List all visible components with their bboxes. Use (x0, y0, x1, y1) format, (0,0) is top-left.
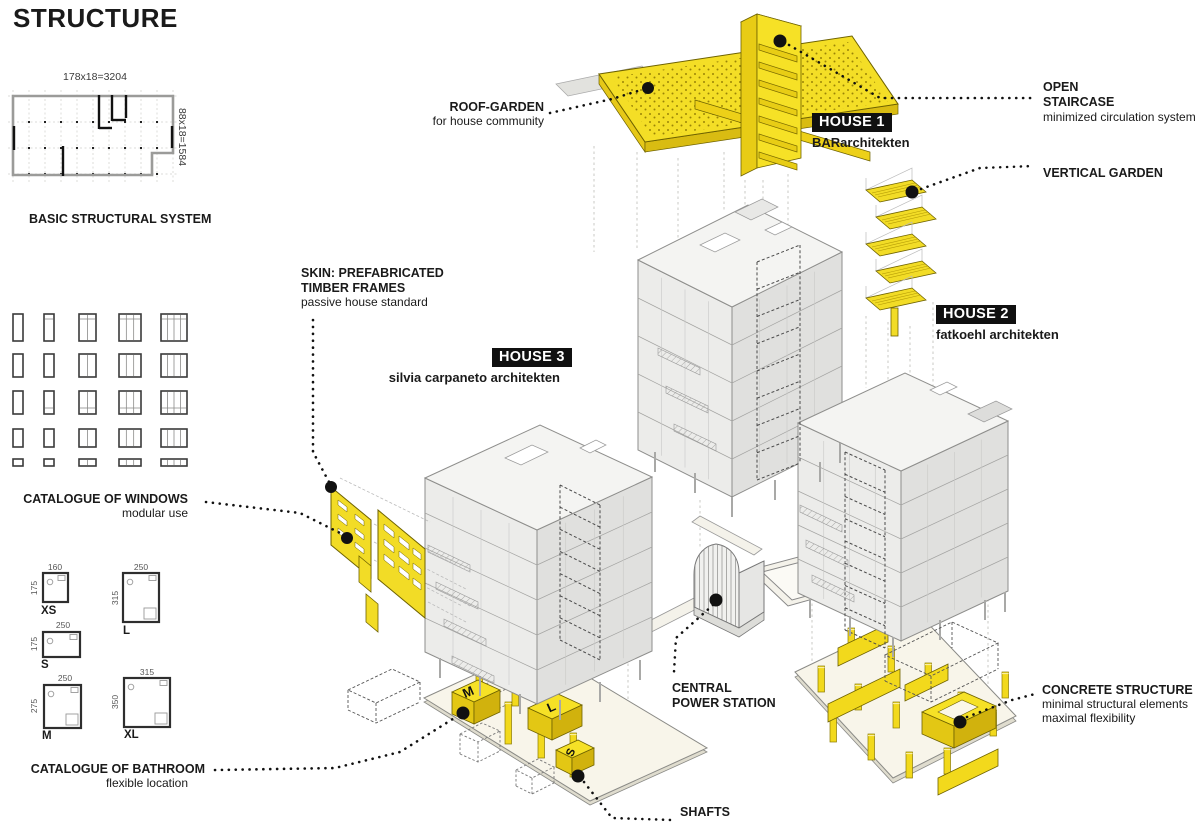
skin-label-line2: TIMBER FRAMES (301, 281, 406, 295)
open-staircase-line2: STAIRCASE (1043, 95, 1115, 109)
bath-l-height: 315 (110, 590, 121, 606)
bathroom-catalogue-plans (41, 571, 172, 730)
bath-xl-height: 350 (110, 694, 121, 710)
concrete-structure-sub1: minimal structural elements (1042, 697, 1189, 711)
roof-garden-subtitle: for house community (432, 114, 544, 128)
concrete-core-box (921, 691, 997, 749)
leader-dots (325, 34, 967, 783)
shafts-title: SHAFTS (680, 805, 730, 819)
basic-structural-plan (8, 90, 178, 182)
vertical-garden (865, 167, 937, 337)
bath-m-height: 275 (29, 698, 40, 714)
house3-architect: silvia carpaneto architekten (388, 370, 560, 385)
house3-badge: HOUSE 3 (492, 348, 572, 367)
plan-dim-right: 88x18=1584 (176, 107, 189, 167)
concrete-walls (827, 623, 999, 796)
bath-xs-label: XS (41, 605, 57, 617)
windows-catalogue-grid (12, 313, 188, 467)
bath-m-width: 250 (57, 673, 73, 683)
house1-architect: BARarchitekten (812, 135, 910, 150)
bath-xl-width: 315 (139, 667, 155, 677)
roof-details (504, 198, 1013, 466)
skin-label-line1: SKIN: PREFABRICATED (301, 266, 444, 280)
bath-s-height: 175 (29, 636, 40, 652)
windows-catalogue-subtitle: modular use (121, 506, 188, 520)
roof-garden-title: ROOF-GARDEN (449, 100, 544, 114)
open-staircase-subtitle: minimized circulation system (1043, 110, 1196, 124)
central-power-line2: POWER STATION (672, 696, 776, 710)
central-power-line1: CENTRAL (672, 681, 732, 695)
bath-xs-width: 160 (47, 562, 63, 572)
skin-label-subtitle: passive house standard (301, 295, 428, 309)
bath-l-width: 250 (133, 562, 149, 572)
plan-caption: BASIC STRUCTURAL SYSTEM (29, 212, 212, 226)
house1-badge: HOUSE 1 (812, 113, 892, 132)
bath-m-label: M (42, 730, 52, 742)
shaft-box-s: S (555, 739, 595, 776)
house-details (346, 198, 1013, 724)
concrete-structure-title: CONCRETE STRUCTURE (1042, 683, 1193, 697)
ghost-volume (346, 621, 1000, 724)
bath-s-width: 250 (55, 620, 71, 630)
facade-panels (330, 477, 471, 633)
plan-dim-top: 178x18=3204 (63, 71, 127, 83)
leader-lines (204, 43, 1037, 822)
bath-xl-label: XL (124, 729, 139, 741)
page-title: STRUCTURE (13, 3, 178, 33)
bath-xs-height: 175 (29, 580, 40, 596)
open-staircase-tower (739, 13, 803, 177)
house2-architect: fatkoehl architekten (936, 327, 1059, 342)
windows-catalogue-title: CATALOGUE OF WINDOWS (23, 492, 188, 506)
concrete-structure-sub2: maximal flexibility (1042, 711, 1136, 725)
houses (423, 204, 1010, 705)
power-station-building (693, 543, 765, 638)
bath-l-label: L (123, 625, 131, 637)
vertical-garden-title: VERTICAL GARDEN (1043, 166, 1163, 180)
bathroom-catalogue-title: CATALOGUE OF BATHROOM (30, 762, 205, 776)
bath-s-label: S (41, 659, 49, 671)
concrete-plate (794, 612, 1017, 796)
bathroom-catalogue-subtitle: flexible location (105, 776, 188, 790)
open-staircase-line1: OPEN (1043, 80, 1079, 94)
house2-badge: HOUSE 2 (936, 305, 1016, 324)
